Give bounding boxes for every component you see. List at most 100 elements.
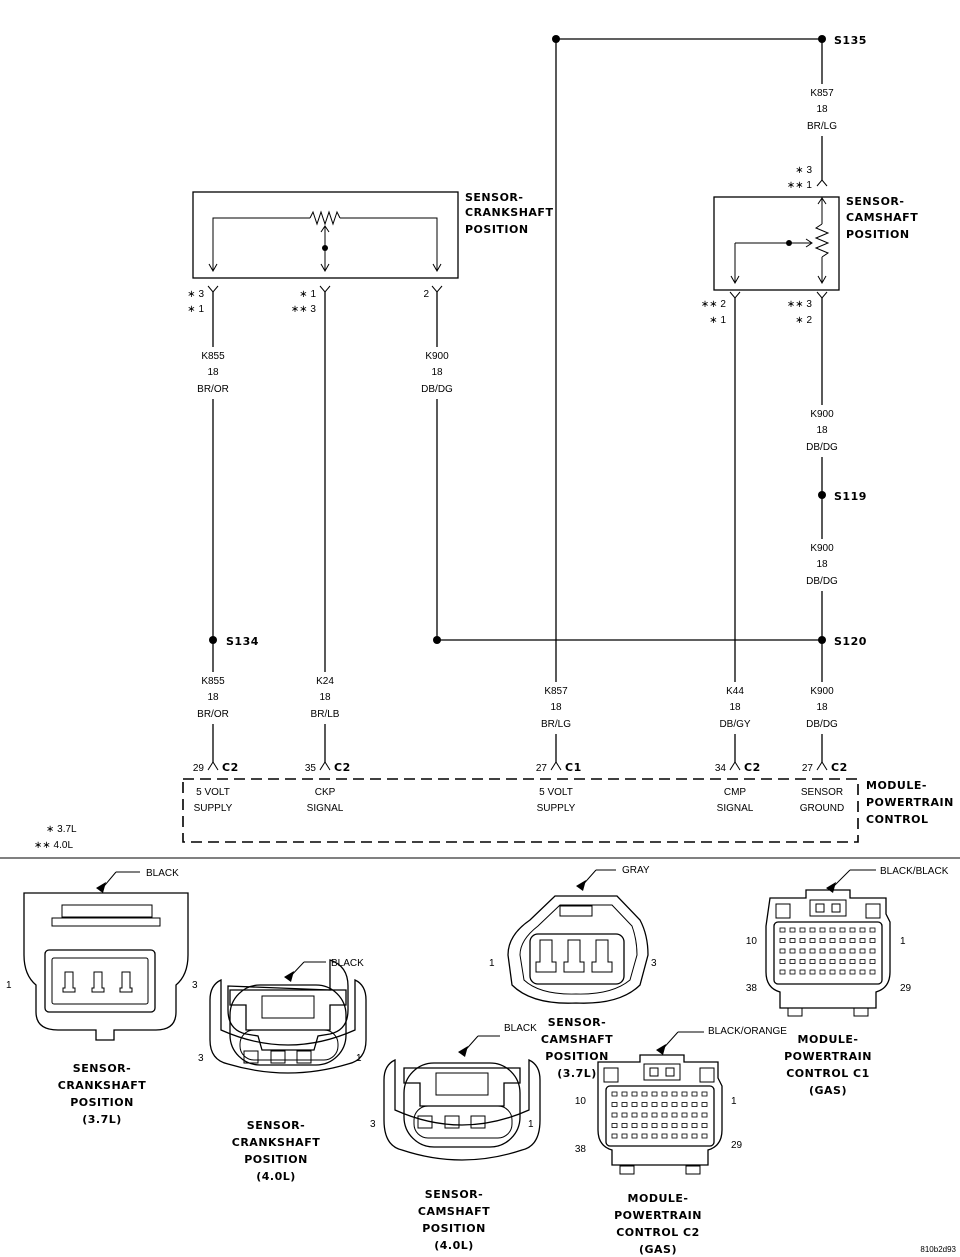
pin-cavity [779,948,786,954]
wire-label-k857-bot: K857 18 BR/LG [534,682,578,734]
pin-cavity [671,1133,678,1139]
connector-pcm-c2-name-2: POWERTRAIN [614,1209,702,1222]
cmp-pin-a-1: ∗∗ 2 [701,299,727,310]
pcm-pin-27-c2: 27 C2 SENSOR GROUND [800,761,847,814]
connector-pcm-c1 [765,869,891,1017]
pin-cavity [641,1091,648,1097]
cmp-pin-a-2: ∗ 1 [709,315,726,326]
svg-text:BR/LG: BR/LG [541,719,571,730]
svg-text:DB/GY: DB/GY [719,719,750,730]
connector-cmp-3-7l-name-4: (3.7L) [557,1067,597,1080]
pin-cavity [611,1123,618,1128]
pin-cavity [651,1133,658,1139]
connector-ckp-4-0l-pin-left: 3 [198,1053,204,1064]
pin-cavity [661,1112,668,1118]
pcm-pin-34-c2: 34 C2 CMP SIGNAL [715,761,760,814]
svg-text:K855: K855 [201,676,225,687]
connector-pcm-c1-pin-1: 1 [900,936,906,947]
connector-cmp-3-7l-pin-left: 1 [489,958,495,969]
pin-cavity [621,1091,628,1097]
pin-cavity [701,1123,708,1128]
svg-text:35: 35 [305,763,317,774]
connector-cmp-4-0l-pin-left: 3 [370,1119,376,1130]
camshaft-sensor-symbol [713,179,840,299]
pcm-c1-pin-grid [779,927,876,975]
pin-cavity [819,948,826,954]
cmp-pin-top-1: ∗ 3 [795,165,812,176]
connector-pcm-c1-name-1: MODULE- [798,1033,859,1046]
ckp-pin-b-1: ∗ 1 [299,289,316,300]
pin-cavity [651,1091,658,1097]
pin-cavity [671,1102,678,1107]
ckp-pin-b-2: ∗∗ 3 [291,304,317,315]
pin-cavity [809,959,816,964]
svg-text:K24: K24 [316,676,334,687]
wire-label-k900-bot: K900 18 DB/DG [800,682,844,734]
connector-ckp-3-7l-name-2: CRANKSHAFT [58,1079,146,1092]
pin-cavity [869,948,876,954]
splice-dot-s134 [209,636,217,644]
wire-label-k900-mid: K900 18 DB/DG [800,539,844,591]
pin-cavity [611,1102,618,1107]
svg-text:18: 18 [816,702,828,713]
pin-cavity [839,938,846,943]
connector-cmp-4-0l-name-3: POSITION [422,1222,486,1235]
cmp-sensor-name-1: SENSOR- [846,195,904,208]
connector-cmp-4-0l-name-2: CAMSHAFT [418,1205,490,1218]
pin-cavity [849,927,856,933]
connector-pcm-c2 [597,1031,723,1175]
svg-text:K44: K44 [726,686,744,697]
pin-cavity [691,1112,698,1118]
connector-cmp-3-7l-name-2: CAMSHAFT [541,1033,613,1046]
pin-cavity [819,927,826,933]
pin-cavity [701,1133,708,1139]
pin-cavity [779,938,786,943]
pin-cavity [789,927,796,933]
pin-cavity [789,948,796,954]
ckp-pin-a-2: ∗ 1 [187,304,204,315]
pin-cavity [621,1123,628,1128]
wire-label-k900-cmp: K900 18 DB/DG [800,405,844,457]
svg-text:BR/LB: BR/LB [311,709,340,720]
svg-text:18: 18 [816,425,828,436]
pin-cavity [859,948,866,954]
pin-cavity [799,959,806,964]
connector-pcm-c2-pin-38: 38 [575,1144,587,1155]
pin-cavity [701,1112,708,1118]
pin-cavity [779,927,786,933]
pin-cavity [611,1091,618,1097]
pin-cavity [661,1133,668,1139]
pin-cavity [789,959,796,964]
connector-ckp-4-0l-pin-right: 1 [356,1053,362,1064]
pin-cavity [859,927,866,933]
pin-cavity [779,959,786,964]
pin-cavity [839,959,846,964]
svg-text:BR/OR: BR/OR [197,384,229,395]
ckp-sensor-name-2: CRANKSHAFT [465,206,553,219]
cmp-sensor-name-2: CAMSHAFT [846,211,918,224]
wire-label-k24: K24 18 BR/LB [303,672,347,724]
svg-text:18: 18 [816,104,828,115]
connector-cmp-4-0l-pin-right: 1 [528,1119,534,1130]
pin-cavity [611,1112,618,1118]
connector-ckp-4-0l-name-4: (4.0L) [256,1170,296,1183]
svg-text:K900: K900 [810,686,834,697]
svg-text:18: 18 [207,692,219,703]
pin-cavity [641,1112,648,1118]
svg-text:DB/DG: DB/DG [806,442,838,453]
pin-cavity [621,1112,628,1118]
connector-cmp-4-0l-name-4: (4.0L) [434,1239,474,1252]
pin-cavity [829,938,836,943]
cmp-pin-top-2: ∗∗ 1 [787,180,813,191]
svg-text:SUPPLY: SUPPLY [194,803,233,814]
pin-cavity [681,1112,688,1118]
cmp-sensor-name-3: POSITION [846,228,910,241]
ckp-pin-c: 2 [423,289,429,300]
pin-cavity [869,969,876,975]
connector-cmp-3-7l-name-3: POSITION [545,1050,609,1063]
splice-dot [433,636,441,644]
pin-cavity [631,1091,638,1097]
connector-ckp-3-7l-pin-left: 1 [6,980,12,991]
svg-text:CKP: CKP [315,787,336,798]
